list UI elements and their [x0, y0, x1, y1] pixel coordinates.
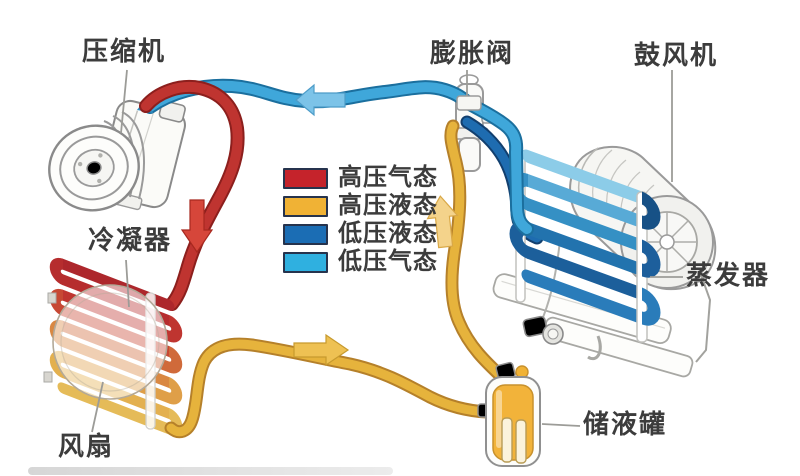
legend-item-high-pressure-liquid: 高压液态: [283, 194, 438, 218]
sensor-graphic: [522, 315, 564, 345]
leader-lines: [91, 69, 683, 433]
receiver-tank-graphic: [477, 361, 541, 467]
evaporator-label: 蒸发器: [686, 260, 771, 290]
legend-swatch-low-pressure-liquid: [283, 223, 328, 245]
suction-line-arrow-icon: [295, 83, 346, 117]
legend-label-high-pressure-gas: 高压气态: [338, 164, 438, 191]
legend-label-high-pressure-liquid: 高压液态: [338, 192, 438, 219]
legend-label-low-pressure-liquid: 低压液态: [338, 220, 438, 247]
legend-label-low-pressure-gas: 低压气态: [338, 248, 438, 275]
fan-label: 风扇: [58, 431, 115, 461]
valve-clamp: [456, 95, 482, 111]
legend-item-low-pressure-gas: 低压气态: [283, 250, 438, 274]
legend: 高压气态 高压液态 低压液态 低压气态: [283, 166, 438, 278]
compressor-label: 压缩机: [82, 36, 167, 66]
legend-swatch-high-pressure-gas: [283, 167, 328, 189]
flow-arrows: [180, 83, 459, 367]
liquid-riser-arrow-icon: [426, 195, 459, 249]
discharge-line-arrow-icon: [180, 199, 214, 254]
legend-swatch-low-pressure-gas: [283, 251, 328, 273]
drain-tube: [587, 335, 602, 360]
blower-label: 鼓风机: [634, 40, 719, 70]
compressor-graphic: [48, 99, 186, 212]
legend-swatch-high-pressure-liquid: [283, 195, 328, 217]
bottom-edge-smudge: [28, 467, 393, 475]
condenser-label: 冷凝器: [88, 225, 173, 255]
receiver-tank-label: 储液罐: [583, 409, 668, 439]
expansion-valve-label: 膨胀阀: [430, 38, 515, 68]
pipe-high-pressure-liquid: [164, 119, 512, 439]
compressor-pulley-icon: [48, 124, 140, 212]
fan-graphic: [43, 284, 168, 400]
pipe-high-pressure-gas: [139, 80, 245, 311]
legend-item-low-pressure-liquid: 低压液态: [283, 222, 438, 246]
condenser-graphic: [43, 257, 183, 436]
legend-item-high-pressure-gas: 高压气态: [283, 166, 438, 190]
liquid-line-arrow-icon: [293, 333, 350, 367]
